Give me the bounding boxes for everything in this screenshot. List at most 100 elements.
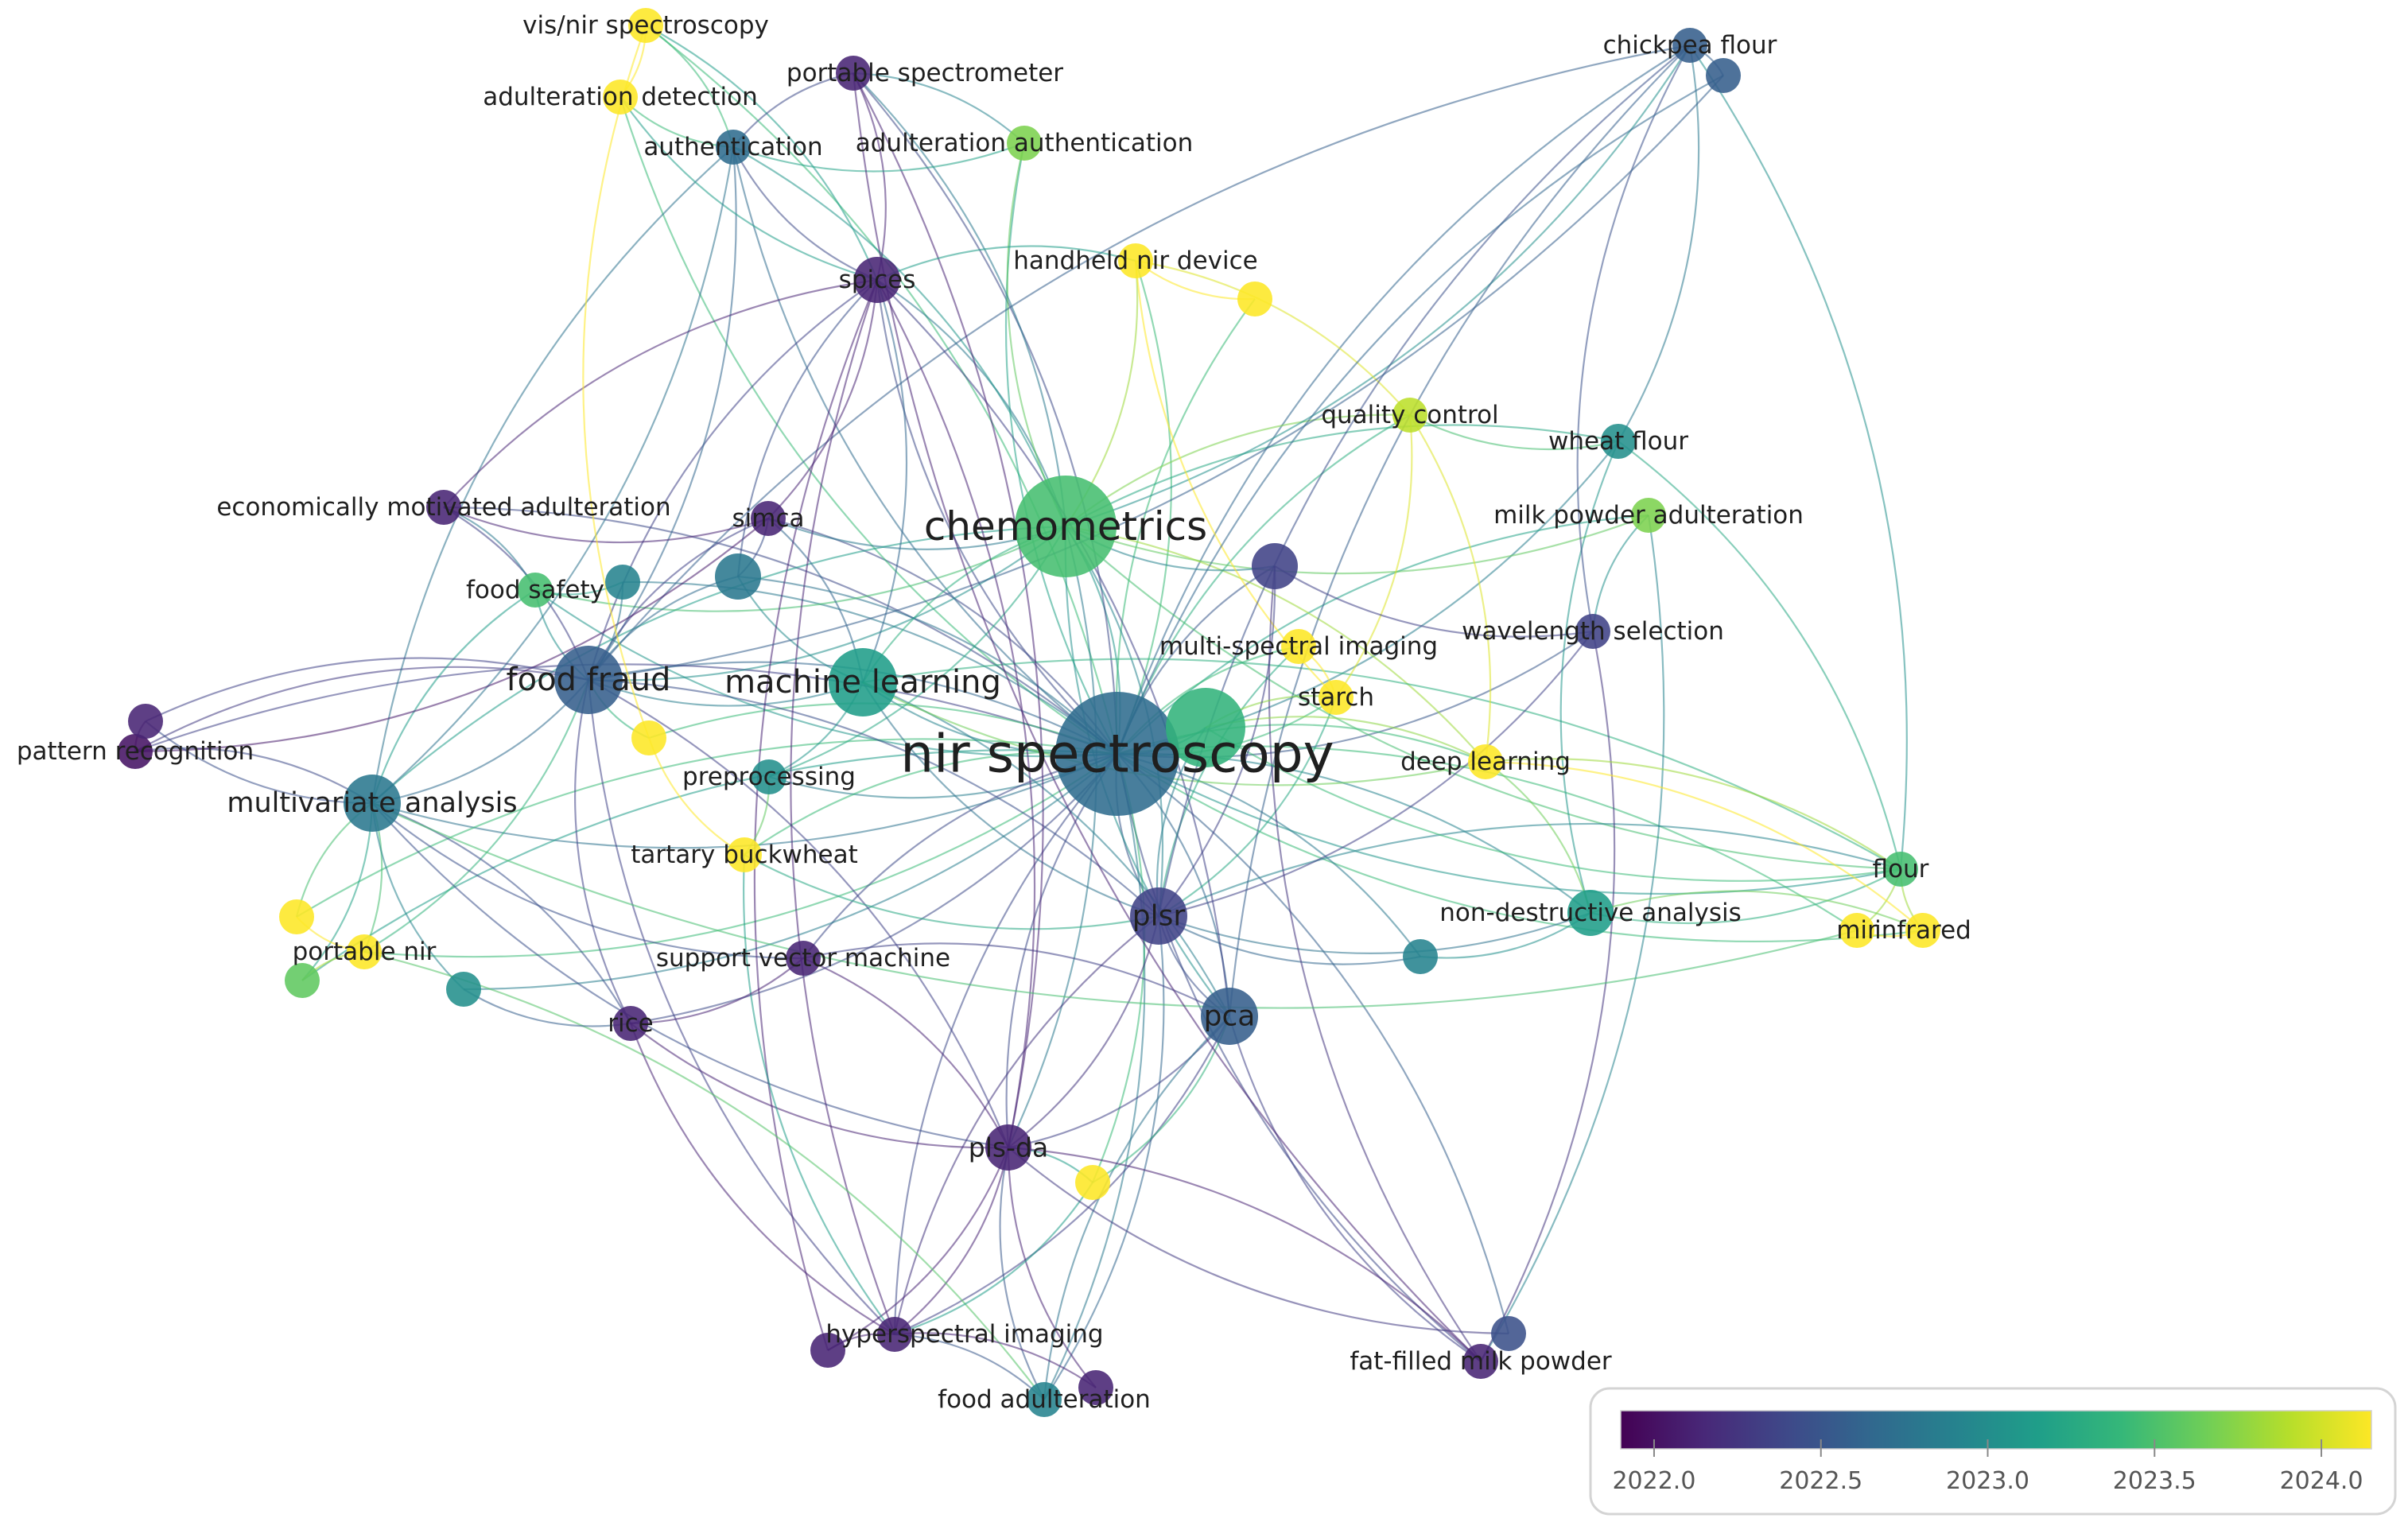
- edge-pls-da-rice: [630, 1023, 1009, 1149]
- edge-chemometrics-portable-spectrometer: [853, 72, 1067, 527]
- edge-nir-spectroscopy-u-yellow-2: [1115, 298, 1256, 755]
- node-support-vector-machine[interactable]: [786, 941, 821, 976]
- edge-spices-u-purple-2: [753, 279, 879, 1351]
- edge-handheld-nir-device-quality-control: [1135, 259, 1411, 416]
- node-u-yellow-1[interactable]: [631, 720, 666, 755]
- node-starch[interactable]: [1319, 680, 1354, 715]
- node-pls-da[interactable]: [985, 1124, 1031, 1171]
- edge-spices-vis-nir-spectroscopy: [645, 25, 879, 281]
- node-pca[interactable]: [1201, 988, 1258, 1045]
- edge-nir-spectroscopy-u-teal-3: [622, 581, 1118, 755]
- edge-spices-handheld-nir-device: [876, 245, 1136, 282]
- edge-plsr-starch: [1158, 697, 1338, 917]
- node-food-adulteration[interactable]: [1027, 1382, 1062, 1417]
- node-simca[interactable]: [751, 501, 786, 536]
- label-authentication: authentication: [643, 133, 822, 161]
- node-u-blue-1[interactable]: [1252, 543, 1298, 589]
- label-spices: spices: [839, 266, 916, 294]
- node-portable-nir[interactable]: [347, 934, 382, 969]
- node-u-blue-3[interactable]: [1491, 1316, 1526, 1351]
- node-multivariate-analysis[interactable]: [344, 775, 401, 832]
- node-rice[interactable]: [613, 1006, 648, 1041]
- edge-chemometrics-food-safety: [534, 526, 1066, 612]
- edge-chemometrics-preprocessing: [768, 526, 1066, 779]
- node-u-teal-3[interactable]: [605, 565, 640, 600]
- node-food-safety[interactable]: [518, 573, 553, 608]
- edge-plsr-flour: [1158, 822, 1901, 918]
- edge-pls-da-support-vector-machine: [802, 957, 1009, 1148]
- legend-tick-label: 2023.0: [1946, 1467, 2029, 1495]
- edge-quality-control-wheat-flour: [1409, 414, 1619, 450]
- node-u-purple-1[interactable]: [128, 704, 163, 739]
- node-u-teal-4[interactable]: [1403, 939, 1438, 974]
- node-u-teal-1[interactable]: [715, 553, 761, 600]
- node-u-purple-2[interactable]: [810, 1333, 845, 1368]
- edge-authentication-multivariate-analysis: [371, 146, 735, 804]
- node-food-fraud[interactable]: [554, 646, 623, 714]
- label-infrared: infrared: [1874, 916, 1971, 945]
- node-tartary-buckwheat[interactable]: [727, 837, 762, 872]
- edge-tartary-buckwheat-hyperspectral-imaging: [743, 854, 895, 1335]
- node-u-yellow-2[interactable]: [1237, 282, 1272, 316]
- node-preprocessing[interactable]: [752, 759, 786, 794]
- legend-tick-label: 2022.0: [1612, 1467, 1695, 1495]
- node-u-blue-2[interactable]: [1706, 58, 1741, 93]
- edge-chemometrics-quality-control: [1065, 414, 1411, 527]
- edge-multivariate-analysis-food-safety: [371, 589, 536, 804]
- edge-deep-learning-infrared: [1485, 760, 1924, 931]
- label-adulteration-authentication: adulteration authentication: [856, 129, 1194, 157]
- node-handheld-nir-device[interactable]: [1118, 243, 1153, 278]
- node-u-yellow-4[interactable]: [1075, 1165, 1110, 1200]
- node-adulteration-detection[interactable]: [603, 80, 638, 115]
- node-mir[interactable]: [1839, 913, 1874, 948]
- node-u-green-1[interactable]: [285, 963, 320, 998]
- node-hyperspectral-imaging[interactable]: [877, 1317, 912, 1352]
- label-fat-filled-milk-powder: fat-filled milk powder: [1350, 1347, 1612, 1376]
- edge-food-fraud-pattern-recognition: [134, 666, 589, 752]
- node-infrared[interactable]: [1905, 913, 1940, 948]
- node-pattern-recognition[interactable]: [118, 734, 153, 769]
- edge-nir-spectroscopy-u-green-1: [301, 749, 1118, 981]
- edge-food-fraud-pls-da: [588, 679, 1010, 1148]
- label-vis-nir-spectroscopy: vis/nir spectroscopy: [522, 11, 769, 40]
- edge-chickpea-flour-flour: [1689, 45, 1908, 870]
- edge-spices-hyperspectral-imaging: [790, 279, 896, 1335]
- node-quality-control[interactable]: [1392, 398, 1427, 433]
- node-authentication[interactable]: [716, 130, 751, 165]
- edge-pls-da-u-purple-3: [1007, 1147, 1097, 1388]
- label-quality-control: quality control: [1321, 401, 1498, 429]
- node-portable-spectrometer[interactable]: [836, 56, 871, 91]
- node-flour[interactable]: [1883, 852, 1918, 887]
- node-adulteration-authentication[interactable]: [1007, 126, 1042, 161]
- node-u-purple-3[interactable]: [1078, 1370, 1113, 1405]
- edge-pls-da-spices: [876, 279, 1036, 1148]
- node-u-green-big[interactable]: [1166, 688, 1245, 767]
- node-vis-nir-spectroscopy[interactable]: [628, 8, 663, 43]
- edge-flour-u-green-big: [1205, 727, 1901, 882]
- node-plsr[interactable]: [1130, 887, 1187, 945]
- node-economically-motivated-adulteration[interactable]: [426, 490, 461, 525]
- node-u-yellow-3[interactable]: [279, 899, 314, 934]
- edge-u-blue-3-pls-da: [1008, 1147, 1509, 1335]
- node-spices[interactable]: [854, 257, 900, 303]
- node-machine-learning[interactable]: [829, 648, 897, 716]
- edge-u-blue-2-nir-spectroscopy: [1116, 75, 1724, 755]
- edge-multivariate-analysis-authentication: [371, 146, 734, 804]
- node-nir-spectroscopy[interactable]: [1055, 692, 1179, 816]
- node-non-destructive-analysis[interactable]: [1567, 890, 1614, 936]
- node-chemometrics[interactable]: [1015, 476, 1117, 577]
- label-chickpea-flour: chickpea flour: [1603, 31, 1777, 60]
- label-pls-da: pls-da: [969, 1132, 1048, 1163]
- edge-chemometrics-adulteration-authentication: [1006, 142, 1066, 527]
- node-u-teal-2[interactable]: [446, 972, 481, 1007]
- node-deep-learning[interactable]: [1468, 744, 1503, 779]
- edge-rice-u-teal-2: [463, 988, 631, 1027]
- node-wheat-flour[interactable]: [1601, 424, 1636, 459]
- node-wavelength-selection[interactable]: [1575, 614, 1610, 649]
- node-chickpea-flour[interactable]: [1672, 28, 1707, 63]
- node-fat-filled-milk-powder[interactable]: [1463, 1344, 1498, 1379]
- edge-food-fraud-hyperspectral-imaging: [587, 679, 895, 1335]
- node-multi-spectral-imaging[interactable]: [1281, 629, 1316, 664]
- node-milk-powder-adulteration[interactable]: [1631, 498, 1666, 533]
